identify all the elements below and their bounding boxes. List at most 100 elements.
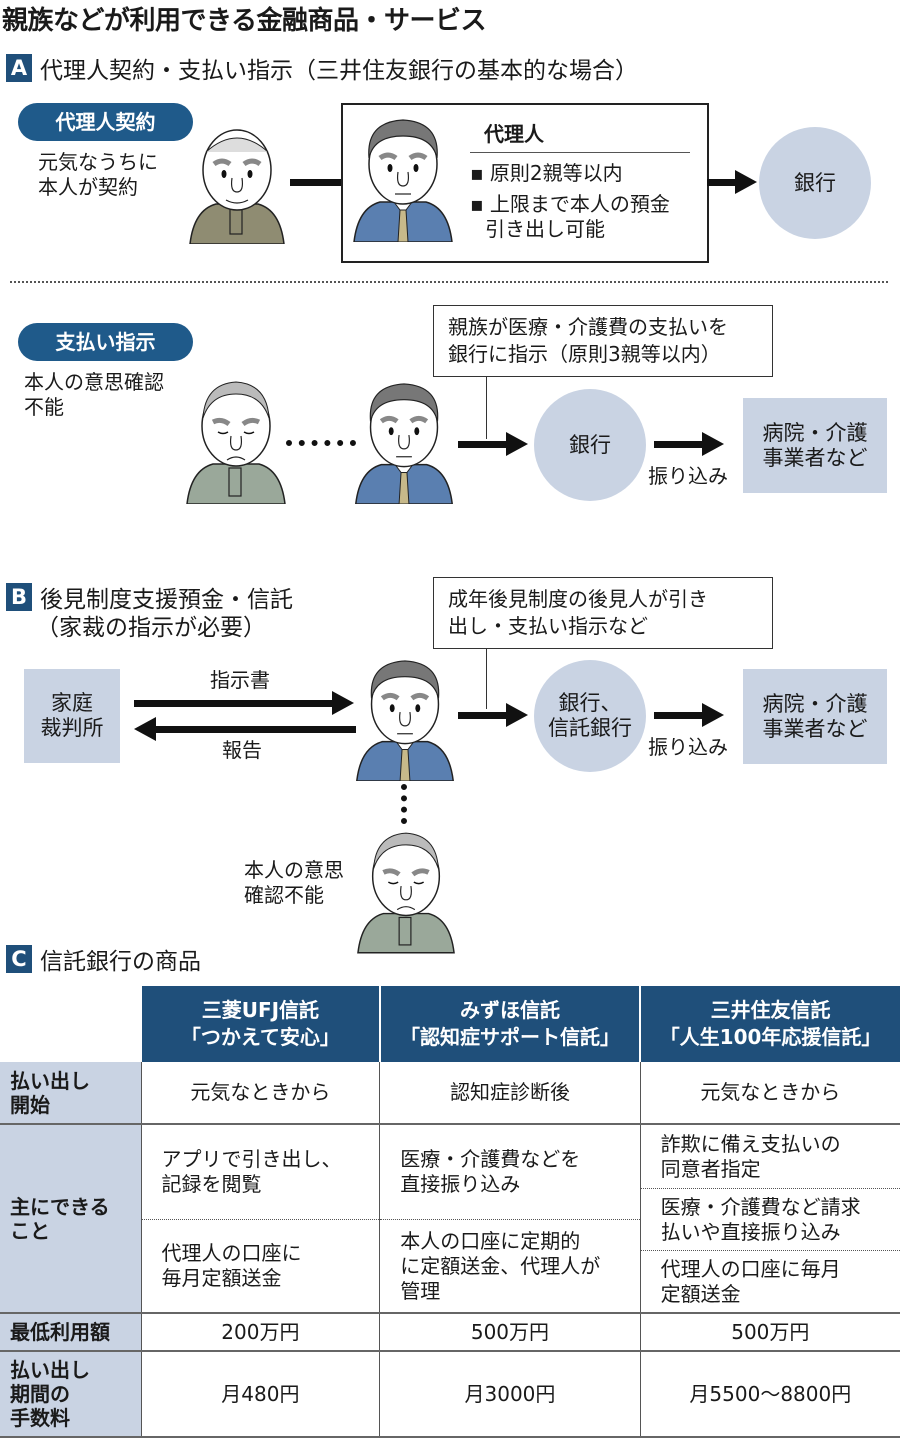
section-b-subtitle: （家裁の指示が必要） [36,615,266,641]
section-c-title: 信託銀行の商品 [40,949,201,975]
table-row: 主にできる こと アプリで引き出し、記録を閲覧 代理人の口座に毎月定額送金 医療… [0,1123,900,1313]
row-header: 最低利用額 [0,1312,141,1351]
agent-box-title: 代理人 [484,122,544,146]
arrow-right-icon [506,703,528,727]
arrow-shaft [458,441,508,448]
feature-line: アプリで引き出し、 [161,1147,342,1171]
guardian-person-icon [356,660,454,781]
arrow-right-icon [332,691,354,715]
callout-line: 成年後見制度の後見人が引き [448,587,708,611]
arrow-shaft [707,179,737,186]
section-divider [10,281,888,283]
bank-line: 信託銀行 [548,716,632,740]
table-cell: 月3000円 [379,1350,641,1437]
column-header: 三菱UFJ信託 「つかえて安心」 [140,986,380,1062]
row-label-line: こと [10,1218,50,1243]
dest-line: 事業者など [762,445,868,470]
column-header: 三井住友信託 「人生100年応援信託」 [639,986,900,1062]
table-row: 最低利用額 200万円 500万円 500万円 [0,1312,900,1351]
desc-line: 本人の意思 [244,858,344,882]
bank-name: みずほ信託 [459,998,560,1022]
bank-circle: 銀行 [759,127,871,239]
elderly-person-icon [189,129,285,244]
table-cell: 認知症診断後 [379,1062,641,1124]
arrow-shaft [654,441,704,448]
connector-line [290,179,342,186]
column-header: みずほ信託 「認知症サポート信託」 [378,986,641,1062]
destination-box: 病院・介護 事業者など [743,398,887,493]
bullet-text: 原則2親等以内 [489,161,623,185]
row-label-line: 払い出し [10,1358,90,1382]
table-row: 払い出し 期間の 手数料 月480円 月3000円 月5500～8800円 [0,1350,900,1437]
feature-line: 詐欺に備え支払いの [660,1131,841,1156]
feature-item: アプリで引き出し、記録を閲覧 [142,1125,380,1219]
table-cell: 500万円 [639,1312,900,1351]
transfer-label: 振り込み [648,464,728,488]
desc-line: 元気なうちに [38,150,158,174]
report-label: 報告 [222,738,262,762]
desc-line: 確認不能 [244,883,324,907]
desc-line: 本人が契約 [38,175,138,199]
bank-line: 銀行、 [558,691,622,715]
table-cell: 200万円 [140,1312,380,1351]
family-court-box: 家庭 裁判所 [24,669,120,763]
agent-bullet-2-cont: 引き出し可能 [485,217,605,241]
elderly-sad-person-icon [357,832,455,954]
table-header-row: 三菱UFJ信託 「つかえて安心」 みずほ信託 「認知症サポート信託」 三井住友信… [0,986,900,1062]
bank-circle: 銀行 [534,389,646,501]
row-header: 払い出し 期間の 手数料 [0,1350,141,1437]
feature-line: に定額送金、代理人が [400,1253,601,1278]
callout-line: 銀行に指示（原則3親等以内） [448,342,721,366]
agent-person-icon [353,119,453,242]
table-corner [0,986,141,1062]
callout-line: 出し・支払い指示など [448,614,648,638]
row-label-line: 開始 [10,1092,50,1117]
feature-line: 医療・介護費などを [400,1147,581,1171]
table-cell: 元気なときから [140,1062,380,1124]
elderly-sad-person-icon [186,381,286,504]
arrow-left-icon [134,717,156,741]
table-cell: 元気なときから [639,1062,900,1124]
table-cell: 医療・介護費などを直接振り込み 本人の口座に定期的に定額送金、代理人が管理 [379,1123,641,1313]
dest-line: 病院・介護 [762,691,868,716]
desc-line: 本人の意思確認 [24,370,164,394]
arrow-right-icon [702,703,724,727]
product-name: 「人生100年応援信託」 [659,1025,882,1049]
page-title: 親族などが利用できる金融商品・サービス [2,6,486,36]
agent-contract-desc: 元気なうちに 本人が契約 [38,150,158,200]
table-cell: 500万円 [379,1312,641,1351]
destination-box: 病院・介護 事業者など [743,669,887,764]
agent-contract-pill: 代理人契約 [18,103,193,141]
section-a-badge: A [6,54,32,82]
bank-name: 三井住友信託 [710,998,831,1022]
feature-item: 代理人の口座に毎月定額送金 [141,1219,380,1312]
feature-line: 同意者指定 [660,1156,761,1181]
row-label-line: 払い出し [10,1068,90,1093]
feature-item: 本人の口座に定期的に定額送金、代理人が管理 [380,1219,640,1312]
dotted-connector [401,784,407,824]
bullet-text: 上限まで本人の預金 [489,192,670,216]
table-cell: アプリで引き出し、記録を閲覧 代理人の口座に毎月定額送金 [140,1123,380,1313]
court-line: 家庭 [51,691,93,715]
section-b-title: 後見制度支援預金・信託 [40,587,293,613]
relative-person-icon [355,383,453,504]
bank-name: 三菱UFJ信託 [201,998,320,1022]
row-label-line: 主にできる [10,1194,110,1219]
section-b-badge: B [6,583,32,611]
arrow-shaft [654,712,704,719]
instruction-label: 指示書 [210,668,270,692]
feature-item: 医療・介護費など請求払いや直接振り込み [640,1188,900,1250]
arrow-shaft [458,712,508,719]
desc-line: 不能 [24,395,64,419]
section-b-heading: B 後見制度支援預金・信託 [6,580,293,614]
row-label-line: 期間の [10,1382,70,1406]
feature-line: 医療・介護費など請求 [660,1194,861,1219]
callout-line: 親族が医療・介護費の支払いを [448,315,728,339]
section-a-title: 代理人契約・支払い指示（三井住友銀行の基本的な場合） [40,58,638,84]
table-cell: 詐欺に備え支払いの同意者指定 医療・介護費など請求払いや直接振り込み 代理人の口… [639,1123,900,1313]
table-cell: 月480円 [140,1350,380,1437]
agent-box-divider [470,152,690,153]
arrow-right-icon [702,432,724,456]
trust-bank-circle: 銀行、 信託銀行 [534,660,646,772]
products-table: 三菱UFJ信託 「つかえて安心」 みずほ信託 「認知症サポート信託」 三井住友信… [0,986,900,1438]
